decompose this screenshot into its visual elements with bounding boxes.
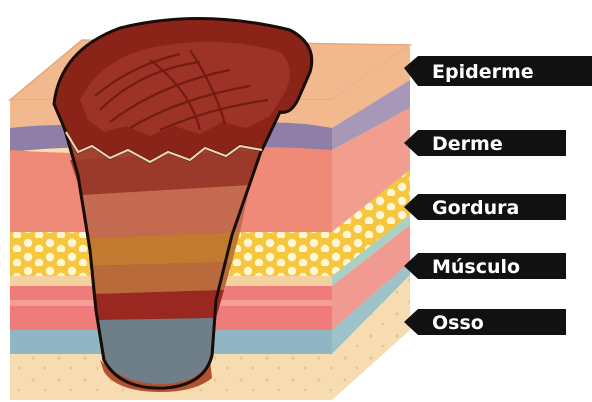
label-derme-text: Derme [432,133,503,155]
label-osso: Osso [404,309,566,335]
label-musculo: Músculo [404,253,566,279]
label-osso-text: Osso [432,312,484,334]
label-derme: Derme [404,130,566,156]
label-musculo-text: Músculo [432,256,520,278]
label-epiderme-text: Epiderme [432,61,534,83]
label-gordura: Gordura [404,194,566,220]
label-gordura-text: Gordura [432,197,519,219]
side-face-layers [332,40,412,402]
layer-labels: Epiderme Derme Gordura Músculo Osso [404,56,592,335]
label-epiderme: Epiderme [404,56,592,86]
